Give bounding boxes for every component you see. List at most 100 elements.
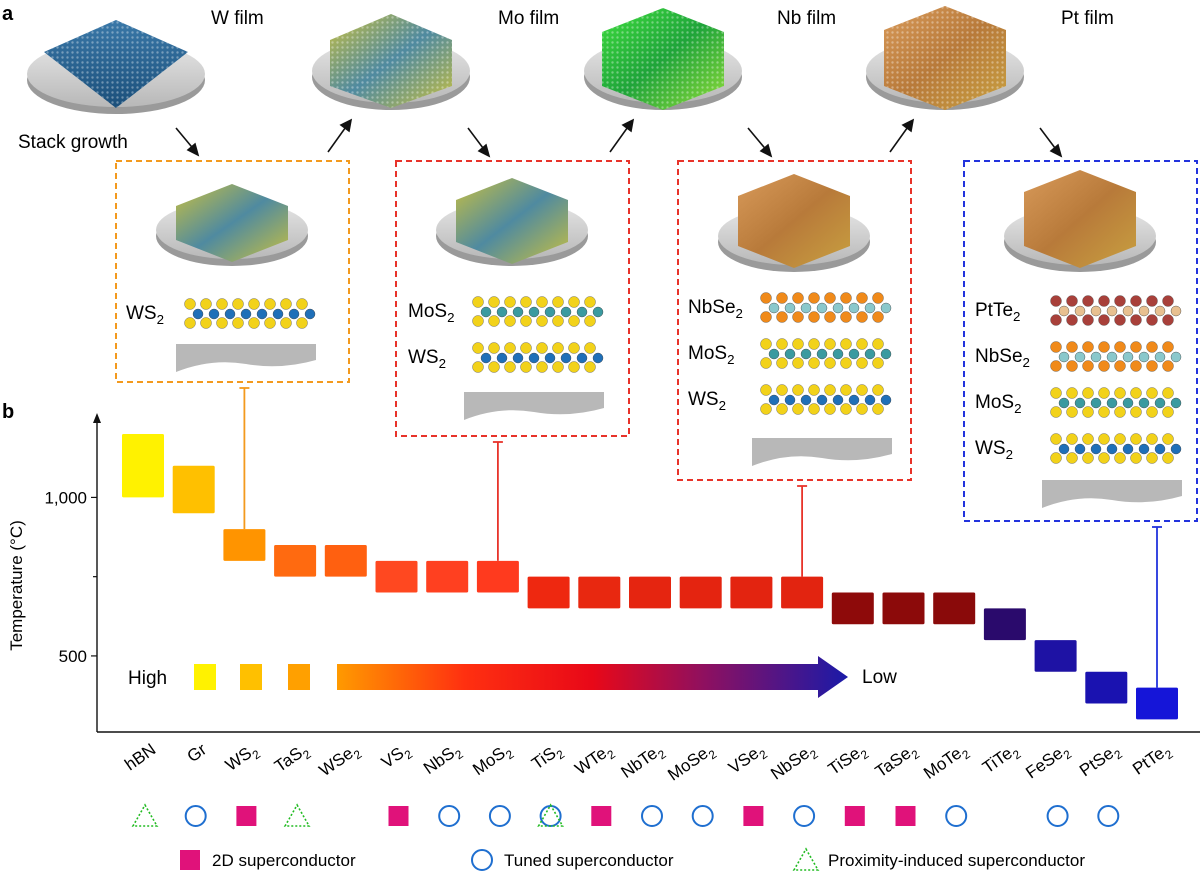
atom-layer (1050, 341, 1182, 372)
category-label: NbS2 (420, 739, 466, 781)
layer-label: WS2 (688, 389, 726, 413)
category-label: TaS2 (271, 739, 314, 779)
marker-circle (1046, 805, 1069, 827)
marker-square (591, 806, 612, 826)
atom-layer (1050, 387, 1182, 418)
category-label: VSe2 (725, 739, 770, 780)
temperature-bar (679, 576, 722, 609)
film-wafer-w (27, 20, 205, 114)
film-label-w: W film (211, 8, 264, 29)
atom-layer (472, 296, 604, 327)
temperature-bar (274, 544, 317, 577)
temperature-bar (629, 576, 671, 609)
box-wafer-3 (718, 174, 870, 272)
category-label: TiTe2 (979, 739, 1024, 780)
marker-circle (471, 849, 493, 871)
category-label: TiSe2 (825, 739, 872, 782)
category-label: hBN (121, 740, 159, 775)
category-label: VS2 (378, 739, 416, 775)
temperature-bar (578, 576, 621, 609)
atom-layer (472, 342, 604, 373)
legend-label: Tuned superconductor (504, 851, 674, 870)
layer-label: MoS2 (688, 343, 734, 367)
category-label: FeSe2 (1022, 739, 1074, 785)
temperature-bar (983, 608, 1026, 641)
layer-label: NbSe2 (975, 346, 1030, 370)
category-label: MoS2 (469, 739, 517, 782)
atom-layer (1050, 295, 1182, 326)
marker-circle (438, 805, 461, 827)
layer-label: WS2 (975, 438, 1013, 462)
stack-box-2 (395, 160, 630, 437)
category-label: Gr (184, 740, 211, 767)
layer-label: NbSe2 (688, 297, 743, 321)
gradient-arrow (337, 656, 848, 698)
substrate (176, 344, 316, 372)
category-label: WS2 (222, 739, 263, 778)
marker-circle (641, 805, 663, 827)
category-label: TiS2 (528, 739, 567, 776)
layer-label: PtTe2 (975, 300, 1020, 324)
y-axis-arrow (93, 413, 101, 423)
stack-box-3 (677, 160, 912, 481)
atom-layer (760, 338, 892, 369)
temperature-bar (122, 434, 164, 498)
temperature-bar (223, 529, 266, 561)
category-label: TaSe2 (872, 739, 923, 784)
marker-circle (793, 805, 816, 827)
legend: 2D superconductor Tuned superconductor Pro… (180, 847, 1085, 871)
gradient-swatch (288, 664, 310, 690)
stack-box-1 (115, 160, 350, 383)
category-label: PtTe2 (1129, 739, 1176, 781)
film-wafer-mo (312, 14, 470, 110)
atom-layer (184, 298, 316, 329)
legend-label: 2D superconductor (212, 851, 356, 870)
temperature-bar (781, 576, 824, 609)
marker-square (236, 806, 257, 826)
box-wafer-1 (156, 184, 308, 266)
marker-triangle (131, 803, 159, 827)
marker-triangle (283, 803, 311, 827)
gradient-swatch (240, 664, 262, 690)
temperature-bar (324, 544, 367, 577)
category-label: MoSe2 (664, 739, 719, 787)
marker-triangle (792, 847, 820, 871)
layer-label: WS2 (126, 303, 164, 327)
category-label: NbTe2 (617, 739, 668, 785)
layer-label: WS2 (408, 347, 446, 371)
temperature-bar (730, 576, 773, 609)
marker-square (180, 850, 200, 870)
gradient-swatch (194, 664, 216, 690)
film-wafer-nb (584, 8, 742, 110)
marker-circle (691, 805, 714, 827)
film-wafer-pt (866, 6, 1024, 110)
marker-circle (1097, 805, 1120, 827)
temperature-bar (426, 560, 469, 593)
category-label: WSe2 (316, 739, 365, 783)
marker-circle (184, 805, 207, 827)
step-arrows (175, 118, 1063, 158)
substrate (464, 392, 604, 420)
temperature-bar (1085, 671, 1128, 704)
temperature-bar (527, 576, 570, 609)
substrate (752, 438, 892, 466)
gradient-low-label: Low (862, 667, 897, 688)
atom-layer (1050, 433, 1182, 464)
temperature-bar (1136, 687, 1178, 720)
marker-square (743, 806, 764, 826)
legend-label: Proximity-induced superconductor (828, 851, 1085, 870)
category-label: NbSe2 (767, 739, 821, 786)
box-wafer-2 (436, 178, 588, 266)
film-label-nb: Nb film (777, 8, 836, 29)
y-tick-label: 1,000 (44, 488, 87, 507)
temperature-bar (933, 592, 976, 625)
marker-square (844, 806, 865, 826)
marker-circle (488, 805, 511, 827)
layer-label: MoS2 (408, 301, 454, 325)
marker-square (388, 806, 409, 826)
atom-layer (760, 384, 892, 415)
category-label: WTe2 (571, 739, 618, 781)
